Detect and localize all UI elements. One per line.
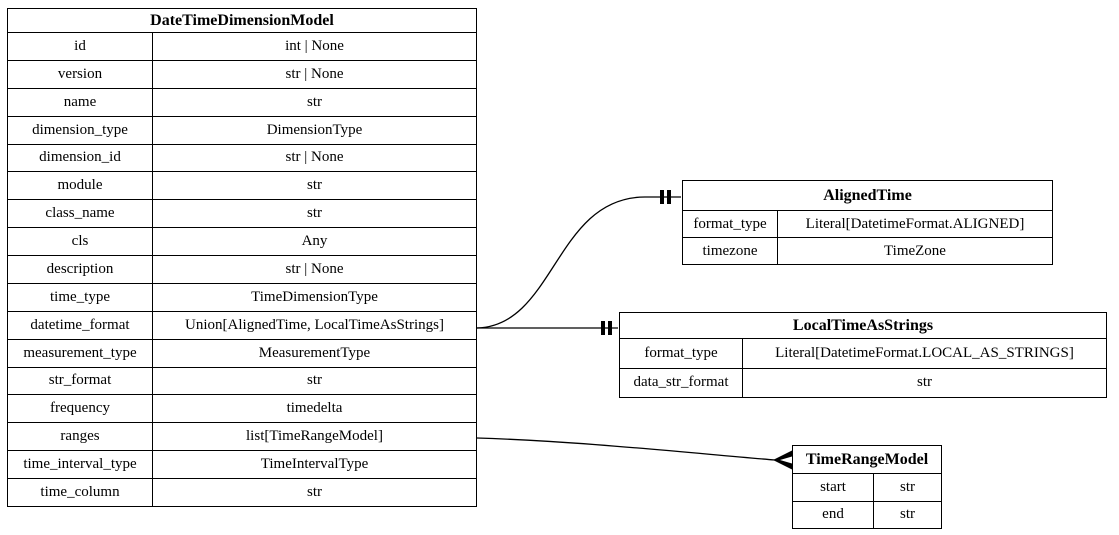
field-row-timezone: timezone TimeZone: [683, 238, 1052, 264]
field-type-cell: Literal[DatetimeFormat.ALIGNED]: [805, 215, 1025, 232]
field-row-module: module str: [8, 172, 476, 201]
field-row-time_column: time_column str: [8, 479, 476, 506]
field-row-name: name str: [8, 88, 476, 117]
field-type-cell: str: [307, 177, 322, 194]
field-name-cell: dimension_type: [8, 116, 153, 144]
field-row-dimension_type: dimension_type DimensionType: [8, 116, 476, 145]
field-type-cell: Any: [301, 233, 328, 250]
entity-fields-localtimeasstrings: format_type Literal[DatetimeFormat.LOCAL_…: [620, 339, 1106, 397]
field-name-cell: format_type: [683, 211, 778, 237]
field-row-format_type: format_type Literal[DatetimeFormat.LOCAL_…: [620, 339, 1106, 369]
field-name-cell: ranges: [8, 423, 153, 451]
field-row-description: description str | None: [8, 256, 476, 284]
field-type-cell: DimensionType: [266, 121, 363, 138]
field-type-cell: MeasurementType: [258, 344, 371, 361]
field-row-time_interval_type: time_interval_type TimeIntervalType: [8, 451, 476, 479]
field-type-cell: str: [917, 374, 932, 391]
field-row-class_name: class_name str: [8, 200, 476, 229]
field-name-cell: module: [8, 172, 153, 200]
cardinality-one-marker-alignedtime: [660, 190, 671, 204]
field-row-id: id int | None: [8, 33, 476, 61]
entity-title-localtimeasstrings: LocalTimeAsStrings: [620, 313, 1106, 339]
field-type-cell: str: [307, 205, 322, 222]
field-name-cell: datetime_format: [8, 311, 153, 339]
field-name-cell: time_column: [8, 479, 153, 506]
field-type-cell: int | None: [285, 37, 344, 54]
field-name-cell: description: [8, 256, 153, 283]
field-row-data_str_format: data_str_format str: [620, 368, 1106, 397]
entity-title-datetimedimensionmodel: DateTimeDimensionModel: [8, 9, 476, 33]
field-row-ranges: ranges list[TimeRangeModel]: [8, 423, 476, 452]
entity-timerangemodel: TimeRangeModel start str end str: [792, 445, 942, 529]
field-name-cell: version: [8, 60, 153, 88]
field-name-cell: end: [793, 501, 874, 528]
field-name-cell: format_type: [620, 339, 743, 368]
field-name-cell: data_str_format: [620, 368, 743, 397]
edge-datetime-format-to-alignedtime: [476, 196, 681, 329]
field-name-cell: measurement_type: [8, 339, 153, 367]
field-type-cell: str | None: [285, 149, 344, 166]
field-type-cell: Union[AlignedTime, LocalTimeAsStrings]: [185, 316, 444, 333]
entity-title-alignedtime: AlignedTime: [683, 181, 1052, 211]
field-name-cell: class_name: [8, 200, 153, 228]
field-row-format_type: format_type Literal[DatetimeFormat.ALIGNE…: [683, 211, 1052, 238]
field-name-cell: name: [8, 88, 153, 116]
field-name-cell: time_interval_type: [8, 451, 153, 478]
entity-fields-timerangemodel: start str end str: [793, 474, 941, 528]
field-row-cls: cls Any: [8, 228, 476, 256]
field-name-cell: dimension_id: [8, 144, 153, 172]
edge-ranges-to-timerangemodel: [476, 437, 776, 461]
field-type-cell: TimeZone: [884, 242, 946, 259]
cardinality-one-marker-localtimeasstrings: [601, 321, 612, 335]
field-type-cell: str: [900, 478, 915, 495]
field-name-cell: start: [793, 474, 874, 501]
field-type-cell: timedelta: [286, 400, 343, 417]
field-name-cell: str_format: [8, 367, 153, 395]
field-type-cell: str: [307, 483, 322, 500]
field-type-cell: TimeDimensionType: [251, 288, 378, 305]
field-name-cell: timezone: [683, 238, 778, 264]
field-name-cell: cls: [8, 228, 153, 255]
entity-localtimeasstrings: LocalTimeAsStrings format_type Literal[Da…: [619, 312, 1107, 398]
field-row-dimension_id: dimension_id str | None: [8, 144, 476, 173]
entity-title-timerangemodel: TimeRangeModel: [793, 446, 941, 474]
field-name-cell: frequency: [8, 395, 153, 423]
field-type-cell: str | None: [285, 260, 344, 277]
field-name-cell: time_type: [8, 283, 153, 311]
field-type-cell: str | None: [285, 65, 344, 82]
field-row-end: end str: [793, 501, 941, 528]
field-row-datetime_format: datetime_format Union[AlignedTime, LocalT…: [8, 311, 476, 340]
field-row-measurement_type: measurement_type MeasurementType: [8, 339, 476, 368]
entity-alignedtime: AlignedTime format_type Literal[DatetimeF…: [682, 180, 1053, 265]
field-type-cell: Literal[DatetimeFormat.LOCAL_AS_STRINGS]: [775, 344, 1074, 361]
field-type-cell: TimeIntervalType: [260, 456, 369, 473]
entity-fields-datetimedimensionmodel: id int | None version str | None name str dime…: [8, 33, 476, 506]
field-type-cell: list[TimeRangeModel]: [246, 428, 383, 445]
field-type-cell: str: [900, 506, 915, 523]
entity-datetimedimensionmodel: DateTimeDimensionModel id int | None versi…: [7, 8, 477, 507]
entity-fields-alignedtime: format_type Literal[DatetimeFormat.ALIGNE…: [683, 211, 1052, 264]
field-type-cell: str: [307, 372, 322, 389]
field-type-cell: str: [307, 93, 322, 110]
field-row-start: start str: [793, 474, 941, 502]
field-name-cell: id: [8, 33, 153, 60]
cardinality-many-marker-timerangemodel: [773, 450, 792, 470]
field-row-version: version str | None: [8, 60, 476, 89]
field-row-str_format: str_format str: [8, 367, 476, 396]
field-row-frequency: frequency timedelta: [8, 395, 476, 424]
field-row-time_type: time_type TimeDimensionType: [8, 283, 476, 312]
